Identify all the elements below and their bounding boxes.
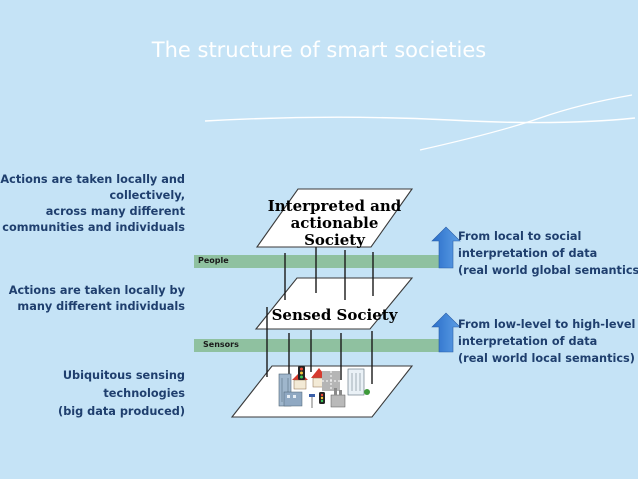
lower-arrow bbox=[431, 312, 461, 353]
upper-interpretation-line1: From local to social bbox=[458, 230, 582, 243]
lower-connectors bbox=[266, 307, 373, 384]
bottom-layer-plane bbox=[230, 365, 414, 418]
actions-collective-line4: communities and individuals bbox=[2, 221, 185, 234]
city-icons bbox=[278, 366, 370, 408]
lower-interpretation-line3: (real world local semantics) bbox=[458, 352, 635, 365]
sensing-line2: technologies bbox=[103, 387, 185, 400]
upper-interpretation-line3: (real world global semantics) bbox=[458, 264, 638, 277]
chalk-divider-stroke bbox=[419, 94, 633, 151]
actions-individual-line2: many different individuals bbox=[17, 300, 185, 313]
tower-icon bbox=[347, 368, 370, 396]
top-layer-title: Interpreted and actionable Society bbox=[262, 198, 407, 249]
traffic-light-icon-2 bbox=[319, 392, 325, 404]
page-title: The structure of smart societies bbox=[151, 38, 487, 62]
top-layer-plane bbox=[255, 188, 414, 248]
actions-individual-text: Actions are taken locally by many differ… bbox=[9, 283, 185, 315]
actions-collective-line3: across many different bbox=[45, 205, 185, 218]
upper-interpretation-line2: interpretation of data bbox=[458, 247, 598, 260]
traffic-light-icon bbox=[298, 366, 305, 380]
office-icon bbox=[283, 391, 303, 407]
actions-collective-line1: Actions are taken locally and bbox=[0, 173, 185, 186]
actions-collective-text: Actions are taken locally and collective… bbox=[0, 172, 185, 236]
actions-collective-line2: collectively, bbox=[109, 189, 185, 202]
signpost-icon bbox=[309, 394, 315, 408]
upper-connectors bbox=[284, 247, 374, 300]
upper-interpretation-text: From local to social interpretation of d… bbox=[458, 228, 638, 279]
people-band bbox=[194, 255, 440, 268]
middle-layer-title-text: Sensed Society bbox=[271, 306, 398, 324]
lower-interpretation-text: From low-level to high-level interpretat… bbox=[458, 316, 635, 367]
sensing-line1: Ubiquitous sensing bbox=[62, 369, 185, 382]
sensors-band-label: Sensors bbox=[203, 340, 239, 349]
people-band-label: People bbox=[198, 256, 229, 265]
middle-layer-title: Sensed Society bbox=[262, 307, 407, 324]
sensing-text: Ubiquitous sensing technologies (big dat… bbox=[58, 367, 185, 421]
chalk-divider bbox=[204, 116, 636, 124]
top-layer-title-line2: actionable Society bbox=[290, 214, 379, 249]
actions-individual-line1: Actions are taken locally by bbox=[8, 284, 185, 297]
top-layer-title-line1: Interpreted and bbox=[267, 197, 402, 215]
upper-arrow bbox=[431, 226, 461, 269]
lower-interpretation-line1: From low-level to high-level bbox=[458, 318, 636, 331]
lower-interpretation-line2: interpretation of data bbox=[458, 335, 598, 348]
factory-icon bbox=[330, 388, 346, 408]
sensing-line3: (big data produced) bbox=[58, 405, 185, 418]
intersection-icon bbox=[322, 371, 340, 391]
sensors-band bbox=[194, 339, 440, 352]
